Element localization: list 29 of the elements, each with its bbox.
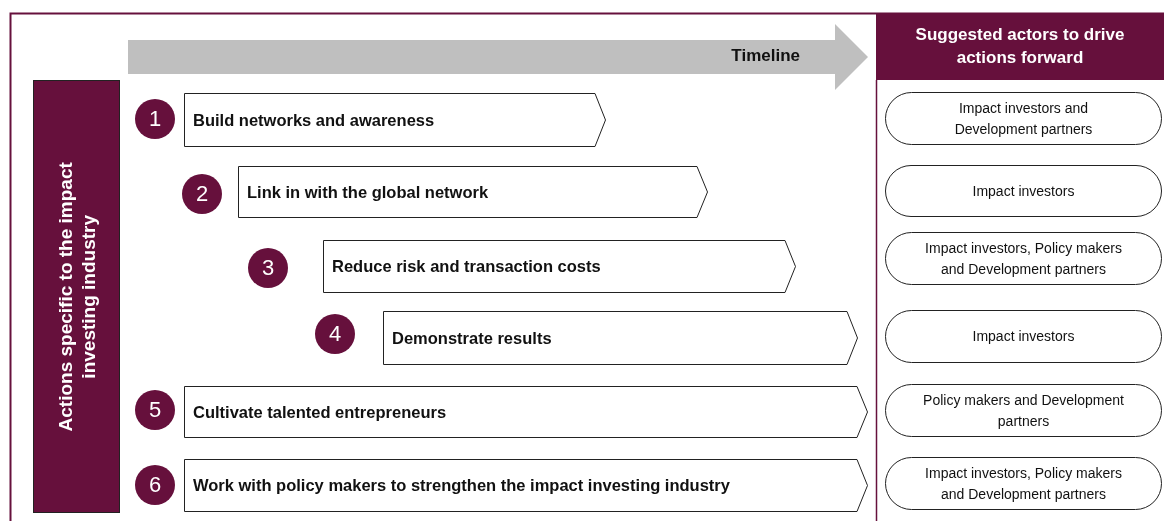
action-step-box	[184, 386, 868, 438]
column-header: Suggested actors to drive actions forward	[876, 13, 1164, 80]
actor-pill: Impact investors	[885, 310, 1162, 363]
action-step-box	[323, 240, 796, 293]
action-step-box	[238, 166, 708, 218]
action-step-box	[184, 459, 868, 512]
actor-pill: Impact investors	[885, 165, 1162, 217]
action-label: Work with policy makers to strengthen the impact investing industry	[193, 475, 730, 496]
action-label: Cultivate talented entrepreneurs	[193, 401, 447, 423]
action-label: Reduce risk and transaction costs	[332, 256, 601, 277]
action-step-box	[383, 311, 858, 365]
actor-pill: Impact investors and Development partners	[885, 92, 1162, 145]
number-circle: 5	[135, 390, 175, 430]
action-label: Build networks and awareness	[193, 109, 435, 131]
banner-label: Actions specific to the impact investing industry	[54, 160, 100, 433]
number-circle: 4	[315, 314, 355, 354]
actor-pill: Impact investors, Policy makers and Development partners	[885, 457, 1162, 510]
number-circle: 3	[248, 248, 288, 288]
timeline-band	[128, 24, 868, 90]
action-label: Demonstrate results	[392, 327, 552, 349]
number-circle: 6	[135, 465, 175, 505]
timeline-label: Timeline	[731, 46, 800, 66]
actor-pill: Impact investors, Policy makers and Development partners	[885, 232, 1162, 285]
action-step-box	[184, 93, 606, 147]
side-banner	[33, 80, 120, 513]
actor-pill: Policy makers and Development partners	[885, 384, 1162, 437]
number-circle: 2	[182, 174, 222, 214]
number-circle: 1	[135, 99, 175, 139]
action-label: Link in with the global network	[247, 181, 489, 203]
